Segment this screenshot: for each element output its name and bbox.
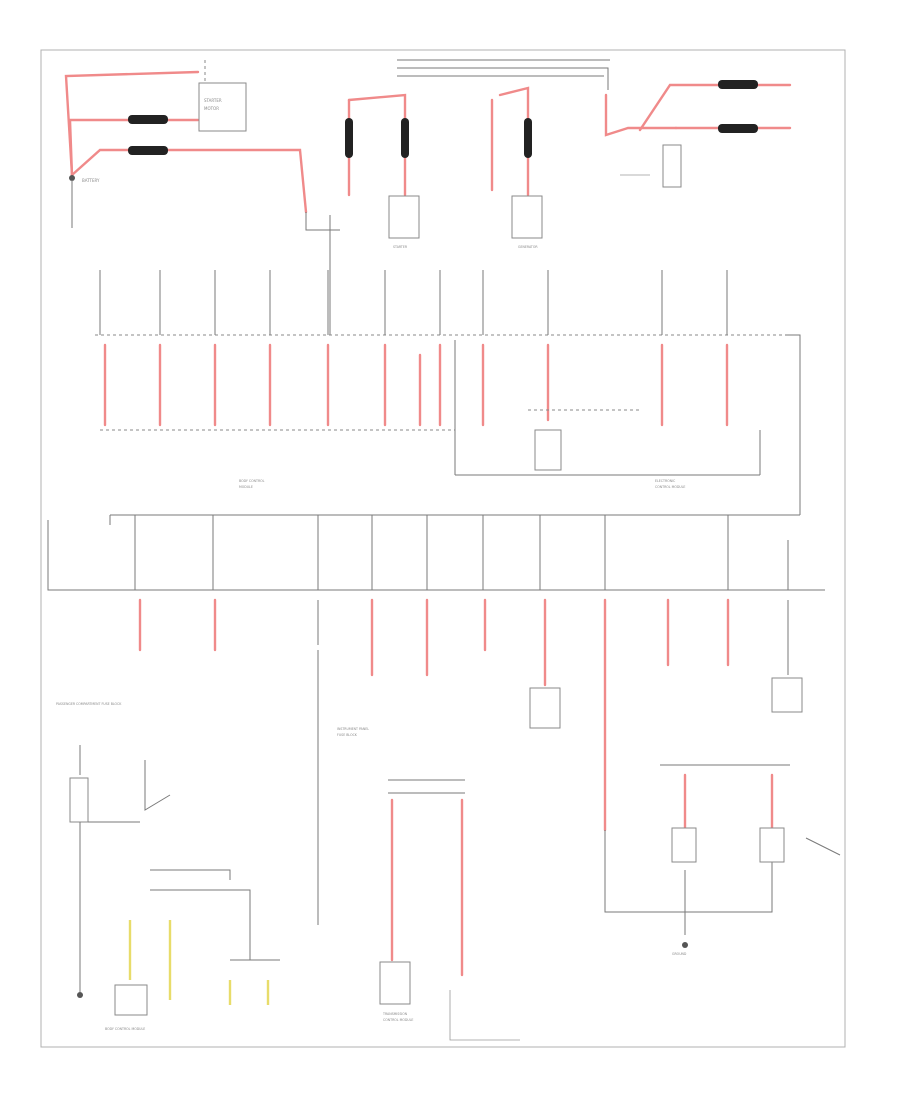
svg-text:BODY CONTROL: BODY CONTROL xyxy=(239,479,265,483)
relay-section xyxy=(604,764,841,948)
battery-section xyxy=(64,60,340,335)
svg-text:STARTER: STARTER xyxy=(204,98,222,103)
svg-text:CONTROL MODULE: CONTROL MODULE xyxy=(655,485,685,489)
svg-text:GENERATOR: GENERATOR xyxy=(518,245,538,249)
svg-text:STARTER: STARTER xyxy=(393,245,408,249)
svg-text:ELECTRONIC: ELECTRONIC xyxy=(655,479,676,483)
svg-text:BODY CONTROL MODULE: BODY CONTROL MODULE xyxy=(105,1027,145,1031)
svg-text:FUSE BLOCK: FUSE BLOCK xyxy=(337,733,358,737)
svg-text:INSTRUMENT PANEL: INSTRUMENT PANEL xyxy=(337,727,369,731)
fuse-block-upper xyxy=(95,270,801,516)
diagram-frame xyxy=(40,49,846,1048)
passenger-compartment-section xyxy=(69,745,280,1016)
transmission-section xyxy=(317,650,520,1041)
svg-text:CONTROL MODULE: CONTROL MODULE xyxy=(383,1018,413,1022)
svg-text:GROUND: GROUND xyxy=(672,952,687,956)
svg-text:TRANSMISSION: TRANSMISSION xyxy=(382,1012,408,1016)
svg-text:BATTERY: BATTERY xyxy=(82,178,100,183)
label-markings: STARTER MOTOR BATTERY STARTER GENERATOR … xyxy=(56,98,687,1031)
fuse-block-lower xyxy=(47,515,825,832)
svg-text:MOTOR: MOTOR xyxy=(204,106,219,111)
generator-section xyxy=(345,59,792,239)
svg-text:MODULE: MODULE xyxy=(239,485,253,489)
svg-text:PASSENGER COMPARTMENT FUSE BLO: PASSENGER COMPARTMENT FUSE BLOCK xyxy=(56,702,122,706)
